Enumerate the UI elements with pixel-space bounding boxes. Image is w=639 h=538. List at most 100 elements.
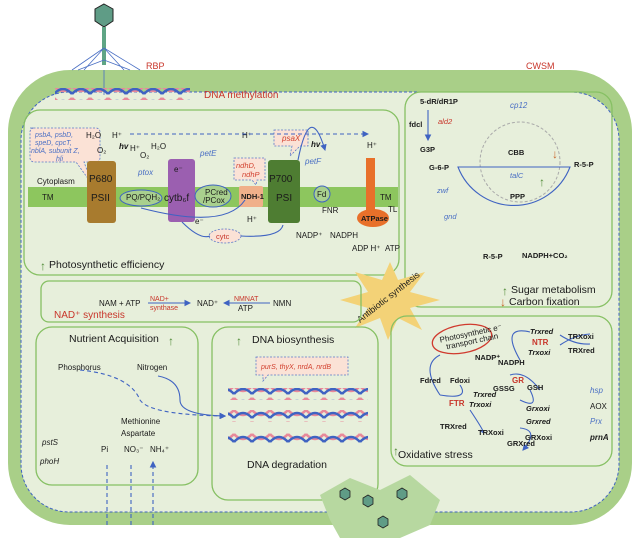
- atpase-label: ATPase: [361, 214, 388, 223]
- hplus-label-4: H⁺: [247, 215, 257, 224]
- atp-label: ATP: [385, 244, 400, 253]
- photosynthetic-chain-node: [431, 323, 493, 355]
- nadp-label: NADP⁺: [296, 231, 322, 240]
- nutrient-panel: [35, 326, 199, 486]
- gsh-label: GSH: [527, 383, 543, 392]
- nad-synthesis-title: NAD⁺ synthesis: [54, 310, 125, 321]
- up-arrow-icon: ↑: [502, 284, 508, 298]
- dna-helix-2: [228, 410, 368, 422]
- nad-synthase-label-1: NAD+: [150, 296, 169, 303]
- dna-methylation-label: DNA methylation: [204, 90, 278, 101]
- o2-label-2: O₂: [140, 151, 149, 160]
- dna-methylation-helix: [55, 88, 190, 100]
- hplus-label-2: H⁺: [130, 144, 140, 153]
- no3-label: NO₃⁻: [124, 445, 143, 454]
- tm-label-left: TM: [42, 193, 54, 202]
- gene-line-2: speD, cpcT,: [35, 140, 72, 147]
- dna-degradation-label: DNA degradation: [247, 459, 327, 471]
- aox-label: AOX: [590, 402, 608, 411]
- trx-red-label-3: Trxred: [473, 390, 497, 399]
- ppp-label: PPP: [510, 192, 525, 201]
- gnd-label: gnd: [444, 212, 457, 221]
- prx-label: Prx: [590, 417, 603, 426]
- ndh-gene-bubble: [233, 157, 266, 186]
- trx-ox-label-4: TRXoxi: [478, 428, 504, 437]
- trx-red-label-2: TRXred: [568, 346, 595, 355]
- nitrogen-label: Nitrogen: [137, 363, 167, 372]
- down-arrow-icon: ↓: [500, 295, 506, 309]
- h2o-label: H₂O: [86, 131, 101, 140]
- fd-label: Fd: [317, 190, 326, 199]
- hv-label-2: hv: [311, 140, 321, 149]
- cytc-label: cytc: [216, 232, 230, 241]
- sugar-metabolism-label: Sugar metabolism: [511, 284, 596, 296]
- oxidative-stress-label: Oxidative stress: [398, 449, 473, 461]
- trx-ox-label-2: Trxoxi: [528, 348, 551, 357]
- cbb-label: CBB: [508, 148, 525, 157]
- fdcl-label: fdcl: [409, 120, 422, 129]
- petf-label: petF: [304, 157, 322, 166]
- psax-bubble: [273, 129, 309, 158]
- ndhp-label: ndhP: [242, 170, 260, 179]
- phosphorus-label: Phosphorus: [58, 363, 101, 372]
- psi-label: PSI: [276, 193, 292, 204]
- pete-label: petE: [199, 149, 217, 158]
- fd-red-label: Fdred: [420, 376, 441, 385]
- electron-label: e⁻: [174, 165, 183, 174]
- redox-cycle-arrows: [429, 330, 591, 450]
- ndh1-label: NDH-1: [241, 192, 264, 201]
- ndh1-complex: [239, 186, 263, 207]
- ntr-label: NTR: [532, 338, 549, 347]
- released-phage-icons: [339, 487, 408, 529]
- photosynthetic-efficiency-label: Photosynthetic efficiency: [49, 259, 165, 271]
- aspartate-label: Aspartate: [121, 429, 156, 438]
- g6p-label: G-6-P: [429, 163, 449, 172]
- phoh-label: phoH: [39, 457, 59, 466]
- nad-synthase-label-2: synthase: [150, 305, 178, 312]
- r5p-label: R-5-P: [574, 160, 594, 169]
- fnr-label: FNR: [322, 206, 339, 215]
- up-arrow-icon: ↑: [393, 444, 399, 458]
- psi-complex: [268, 160, 300, 223]
- psii-complex: [87, 161, 116, 223]
- fd-ox-label: Fdoxi: [450, 376, 470, 385]
- o2-label: O₂: [97, 146, 106, 155]
- photosynthesis-panel: [23, 109, 400, 276]
- nad-atp-label: ATP: [238, 304, 253, 313]
- atpase-complex: [357, 209, 389, 227]
- psii-gene-bubble: [29, 127, 101, 185]
- h2o-label-2: H₂O: [151, 142, 166, 151]
- tl-label: TL: [388, 205, 398, 214]
- dna-helix-3: [228, 432, 368, 444]
- nam-atp-label: NAM + ATP: [99, 299, 140, 308]
- trx-red-label-4: TRXred: [440, 422, 467, 431]
- nutrient-title: Nutrient Acquisition: [69, 333, 159, 345]
- trx-ox-label: TRXoxi: [568, 332, 594, 341]
- gssg-label: GSSG: [493, 384, 515, 393]
- up-arrow-icon: ↑: [40, 259, 46, 273]
- psts-label: pstS: [41, 438, 59, 447]
- dna-biosynthesis-title: DNA biosynthesis: [252, 334, 334, 346]
- hplus-label-5: H⁺: [367, 141, 377, 150]
- hsp-label: hsp: [590, 386, 603, 395]
- hplus-label: H⁺: [112, 131, 122, 140]
- nadph-label: NADPH: [498, 358, 525, 367]
- hv-label: hv: [119, 142, 129, 151]
- nad-label: NAD⁺: [197, 299, 218, 308]
- cytoplasm-label: Cytoplasm: [37, 177, 75, 186]
- hplus-label-3: H⁺: [242, 131, 252, 140]
- rbp-label: RBP: [146, 61, 165, 71]
- nadp-label: NADP⁺: [475, 353, 500, 362]
- pq-label: PQ/PQH₂: [126, 193, 160, 202]
- prna-label: prnA: [589, 433, 609, 442]
- grx-red-upper-label: GRXred: [507, 439, 535, 448]
- phosphorus-arrow: [79, 369, 227, 420]
- g3p-label: G3P: [420, 145, 435, 154]
- electron-label-2: e⁻: [195, 217, 204, 226]
- ald2-label: ald2: [438, 117, 453, 126]
- up-arrow-icon: ↑: [539, 175, 545, 189]
- psax-label: psaX: [281, 134, 301, 143]
- nadph-label: NADPH: [330, 231, 358, 240]
- nmn-label: NMN: [273, 299, 291, 308]
